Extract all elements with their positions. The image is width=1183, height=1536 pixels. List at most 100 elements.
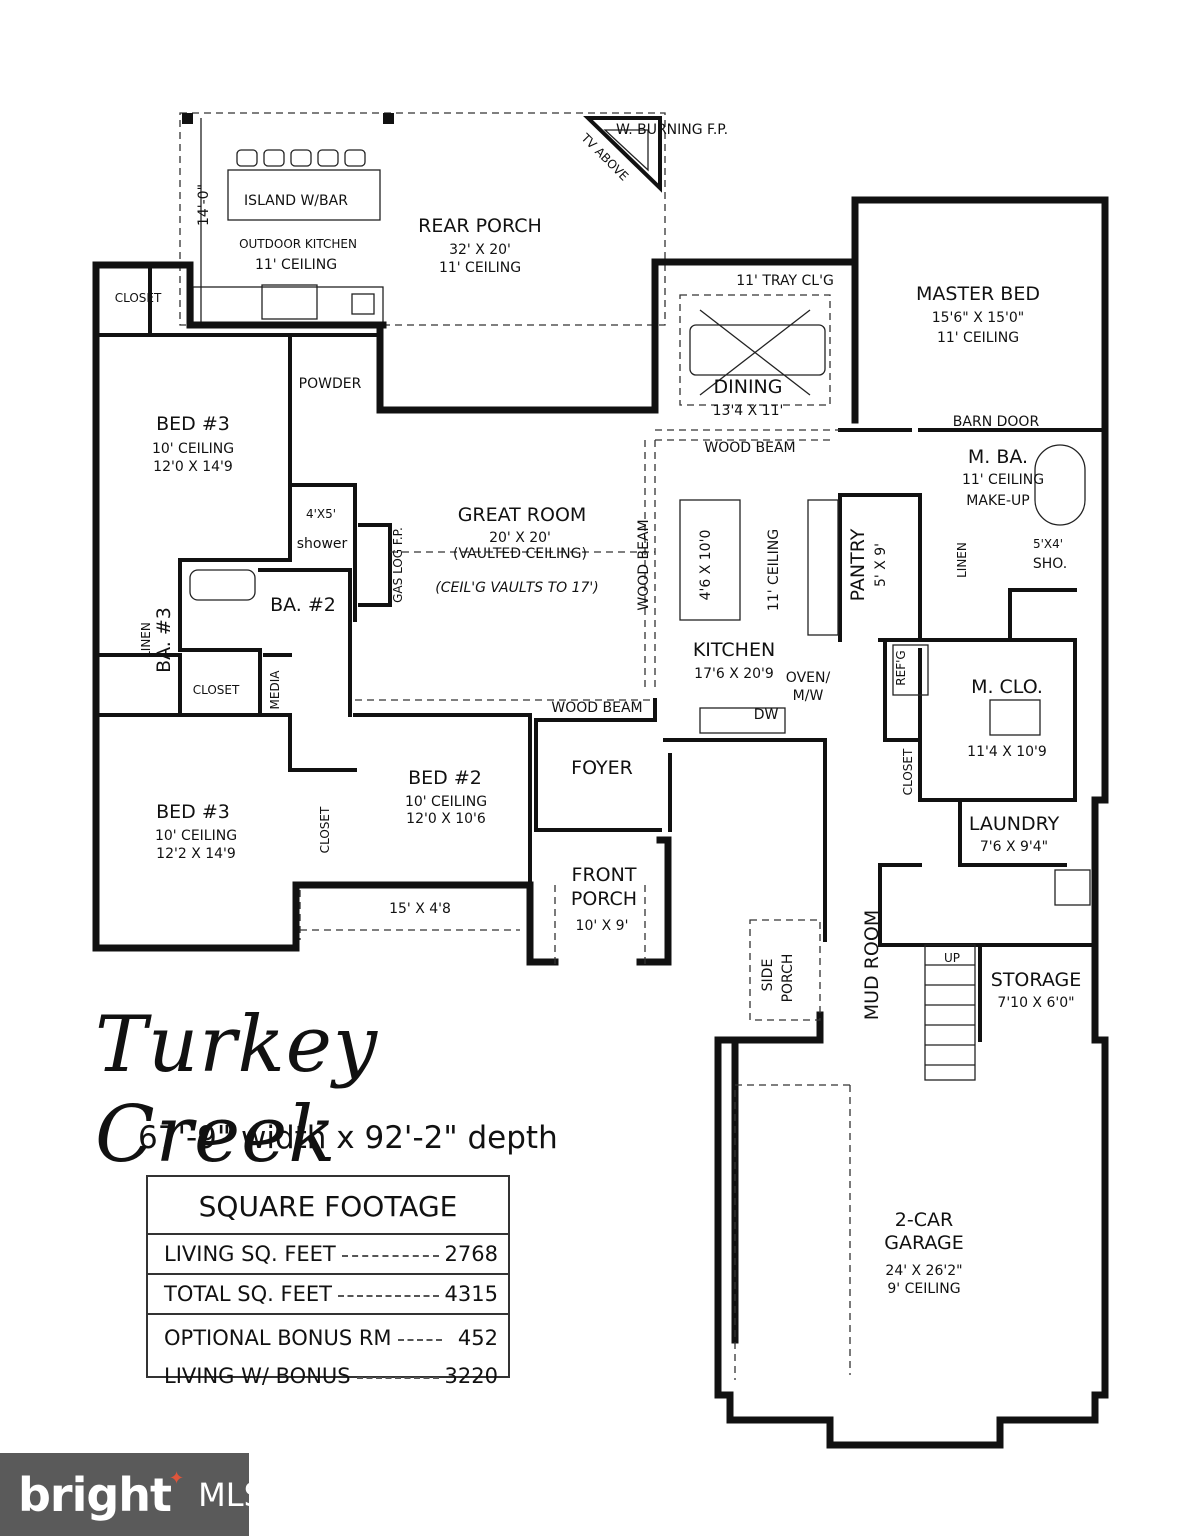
oven-label: OVEN/: [786, 670, 831, 686]
interior-walls: [94, 263, 1107, 1380]
leader-dashes: [397, 1339, 442, 1341]
kitchen-island-size: 4'6 X 10'0: [698, 530, 714, 601]
kitchen-ceiling: 11' CEILING: [766, 529, 782, 611]
great-room-note: (CEIL'G VAULTS TO 17'): [435, 580, 599, 596]
oven-label-2: M/W: [793, 688, 824, 704]
master-bed-ceiling: 11' CEILING: [937, 330, 1019, 346]
logo-spark-icon: ✦: [169, 1468, 185, 1489]
gas-log-label: GAS LOG F.P.: [391, 527, 405, 603]
square-footage-table: SQUARE FOOTAGE LIVING SQ. FEET 2768 TOTA…: [146, 1175, 510, 1388]
rear-porch-name: REAR PORCH: [418, 215, 542, 237]
bed3-upper-size: 12'0 X 14'9: [153, 459, 233, 475]
front-porch-name-2: PORCH: [571, 888, 637, 910]
closet-mud-label: CLOSET: [901, 748, 915, 795]
kitchen-size: 17'6 X 20'9: [694, 666, 774, 682]
garage-size: 24' X 26'2": [885, 1263, 962, 1279]
leader-dashes: [356, 1377, 439, 1379]
closet-nw-label: CLOSET: [115, 291, 162, 305]
garage-name-2: GARAGE: [884, 1232, 964, 1254]
pantry-name: PANTRY: [847, 528, 869, 601]
master-closet-name: M. CLO.: [971, 676, 1043, 698]
bed2-name: BED #2: [408, 767, 482, 789]
bed3-upper-name: BED #3: [156, 413, 230, 435]
total-label: TOTAL SQ. FEET: [164, 1282, 332, 1306]
bed3-lower-ceiling: 10' CEILING: [155, 828, 237, 844]
living-row: LIVING SQ. FEET 2768: [148, 1235, 508, 1275]
wood-beam-vertical: WOOD BEAM: [636, 519, 652, 610]
stairs-up-label: UP: [944, 951, 960, 965]
master-closet-size: 11'4 X 10'9: [967, 744, 1047, 760]
living-label: LIVING SQ. FEET: [164, 1242, 336, 1266]
front-porch-size: 10' X 9': [576, 918, 629, 934]
bonus-value: 452: [457, 1326, 498, 1350]
dw-label: DW: [754, 707, 779, 723]
bed3-upper-ceiling: 10' CEILING: [152, 441, 234, 457]
beams: [299, 294, 840, 965]
master-bed-size: 15'6" X 15'0": [932, 310, 1025, 326]
closet-bath3-label: CLOSET: [193, 683, 240, 697]
foyer-name: FOYER: [571, 757, 633, 779]
rear-porch-area: [179, 112, 666, 326]
rear-porch-ceiling: 11' CEILING: [439, 260, 521, 276]
shower-label: shower: [297, 536, 348, 552]
bath3-linen: LINEN: [139, 622, 153, 658]
garage-name: 2-CAR: [895, 1209, 953, 1231]
plan-name: Turkey Creek: [95, 1000, 379, 1180]
rear-porch-size: 32' X 20': [449, 242, 511, 258]
side-walk-size: 15' X 4'8: [389, 901, 451, 917]
master-bath-linen: LINEN: [955, 542, 969, 578]
exterior-walls: [92, 196, 1109, 1449]
bed2-size: 12'0 X 10'6: [406, 811, 486, 827]
living-bonus-label: LIVING W/ BONUS: [164, 1364, 351, 1388]
bonus-label: OPTIONAL BONUS RM: [164, 1326, 392, 1350]
leader-dashes: [341, 1255, 439, 1257]
dining-name: DINING: [714, 376, 783, 398]
master-bath-ceiling: 11' CEILING: [962, 472, 1044, 488]
master-bath-makeup: MAKE-UP: [966, 493, 1029, 509]
dining-tray-label: 11' TRAY CL'G: [736, 273, 834, 289]
outdoor-kitchen-ceiling: 11' CEILING: [255, 257, 337, 273]
storage-name: STORAGE: [991, 969, 1081, 991]
master-shower-label: SHO.: [1033, 556, 1067, 572]
shower-size: 4'X5': [306, 507, 336, 521]
bright-mls-logo: bright ✦ MLS: [0, 1453, 264, 1536]
living-bonus-value: 3220: [444, 1364, 498, 1388]
leader-dashes: [337, 1295, 439, 1297]
laundry-name: LAUNDRY: [969, 813, 1060, 835]
great-room-ceiling: (VAULTED CEILING): [453, 546, 587, 562]
great-room-size: 20' X 20': [489, 530, 551, 546]
side-porch-name-2: PORCH: [780, 954, 796, 1003]
kitchen-name: KITCHEN: [693, 639, 775, 661]
logo-brand: bright: [18, 1467, 172, 1522]
master-bed-name: MASTER BED: [916, 283, 1040, 305]
living-value: 2768: [444, 1242, 498, 1266]
island-bar-label: ISLAND W/BAR: [244, 193, 348, 209]
powder-label: POWDER: [299, 376, 362, 392]
garage-ceiling: 9' CEILING: [887, 1281, 960, 1297]
porch-depth-label: 14'-0": [196, 184, 212, 226]
total-row: TOTAL SQ. FEET 4315: [148, 1275, 508, 1315]
bed3-lower-name: BED #3: [156, 801, 230, 823]
media-label: MEDIA: [268, 670, 282, 710]
storage-size: 7'10 X 6'0": [997, 995, 1074, 1011]
barn-door-label: BARN DOOR: [953, 414, 1040, 430]
living-bonus-row: LIVING W/ BONUS 3220: [148, 1357, 508, 1395]
refrig-label: REF'G: [894, 650, 908, 685]
pantry-size: 5' X 9': [873, 543, 889, 587]
closet-bed2-label: CLOSET: [318, 806, 332, 853]
bed2-ceiling: 10' CEILING: [405, 794, 487, 810]
master-bath-name: M. BA.: [968, 446, 1028, 468]
bed3-lower-size: 12'2 X 14'9: [156, 846, 236, 862]
master-shower-size: 5'X4': [1033, 537, 1063, 551]
dining-size: 13'4 X 11': [713, 403, 784, 419]
outdoor-kitchen-label: OUTDOOR KITCHEN: [239, 237, 357, 251]
total-value: 4315: [444, 1282, 498, 1306]
mud-room-name: MUD ROOM: [861, 910, 883, 1020]
wood-beam-top: WOOD BEAM: [704, 440, 795, 456]
side-porch-name: SIDE: [760, 959, 776, 992]
fireplace-rear-label: W. BURNING F.P.: [616, 122, 728, 138]
logo-suffix: MLS: [198, 1475, 264, 1514]
wood-beam-bottom: WOOD BEAM: [551, 700, 642, 716]
bath3-name: BA. #3: [153, 607, 175, 673]
